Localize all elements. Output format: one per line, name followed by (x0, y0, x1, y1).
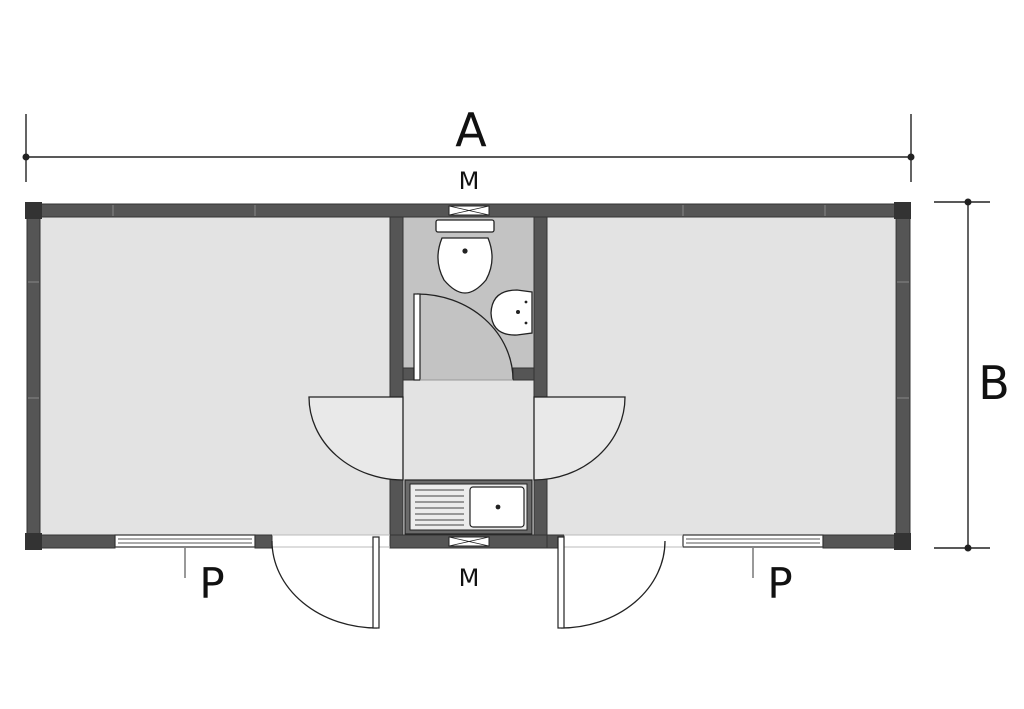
window-top-m (448, 205, 490, 216)
dimension-b (934, 198, 990, 552)
window-left-label: P (199, 559, 224, 608)
window-right-p (682, 534, 824, 578)
dimension-b-label: B (978, 356, 1010, 410)
exterior-door-right (557, 536, 666, 629)
door-thresholds (272, 534, 683, 548)
right-room-floor (547, 217, 895, 535)
left-room-floor (40, 217, 390, 535)
window-top-label: M (459, 167, 480, 195)
interior-door-right (533, 396, 626, 481)
dimension-a-label: A (455, 103, 487, 157)
exterior-door-left (271, 536, 380, 629)
window-bottom-m (448, 536, 490, 547)
interior-door-left (308, 396, 404, 481)
corridor-floor (403, 380, 534, 480)
kitchen-sink-icon (404, 479, 533, 535)
corner-posts (25, 202, 911, 550)
dimension-a (22, 114, 915, 182)
window-bottom-label: M (459, 564, 480, 592)
bathroom-door (413, 293, 514, 381)
toilet-icon (435, 219, 495, 294)
window-left-p (114, 534, 256, 578)
window-right-label: P (767, 559, 792, 608)
wash-basin-icon (490, 289, 533, 336)
interior-walls (389, 216, 548, 536)
wall-panel-seams (28, 205, 909, 399)
